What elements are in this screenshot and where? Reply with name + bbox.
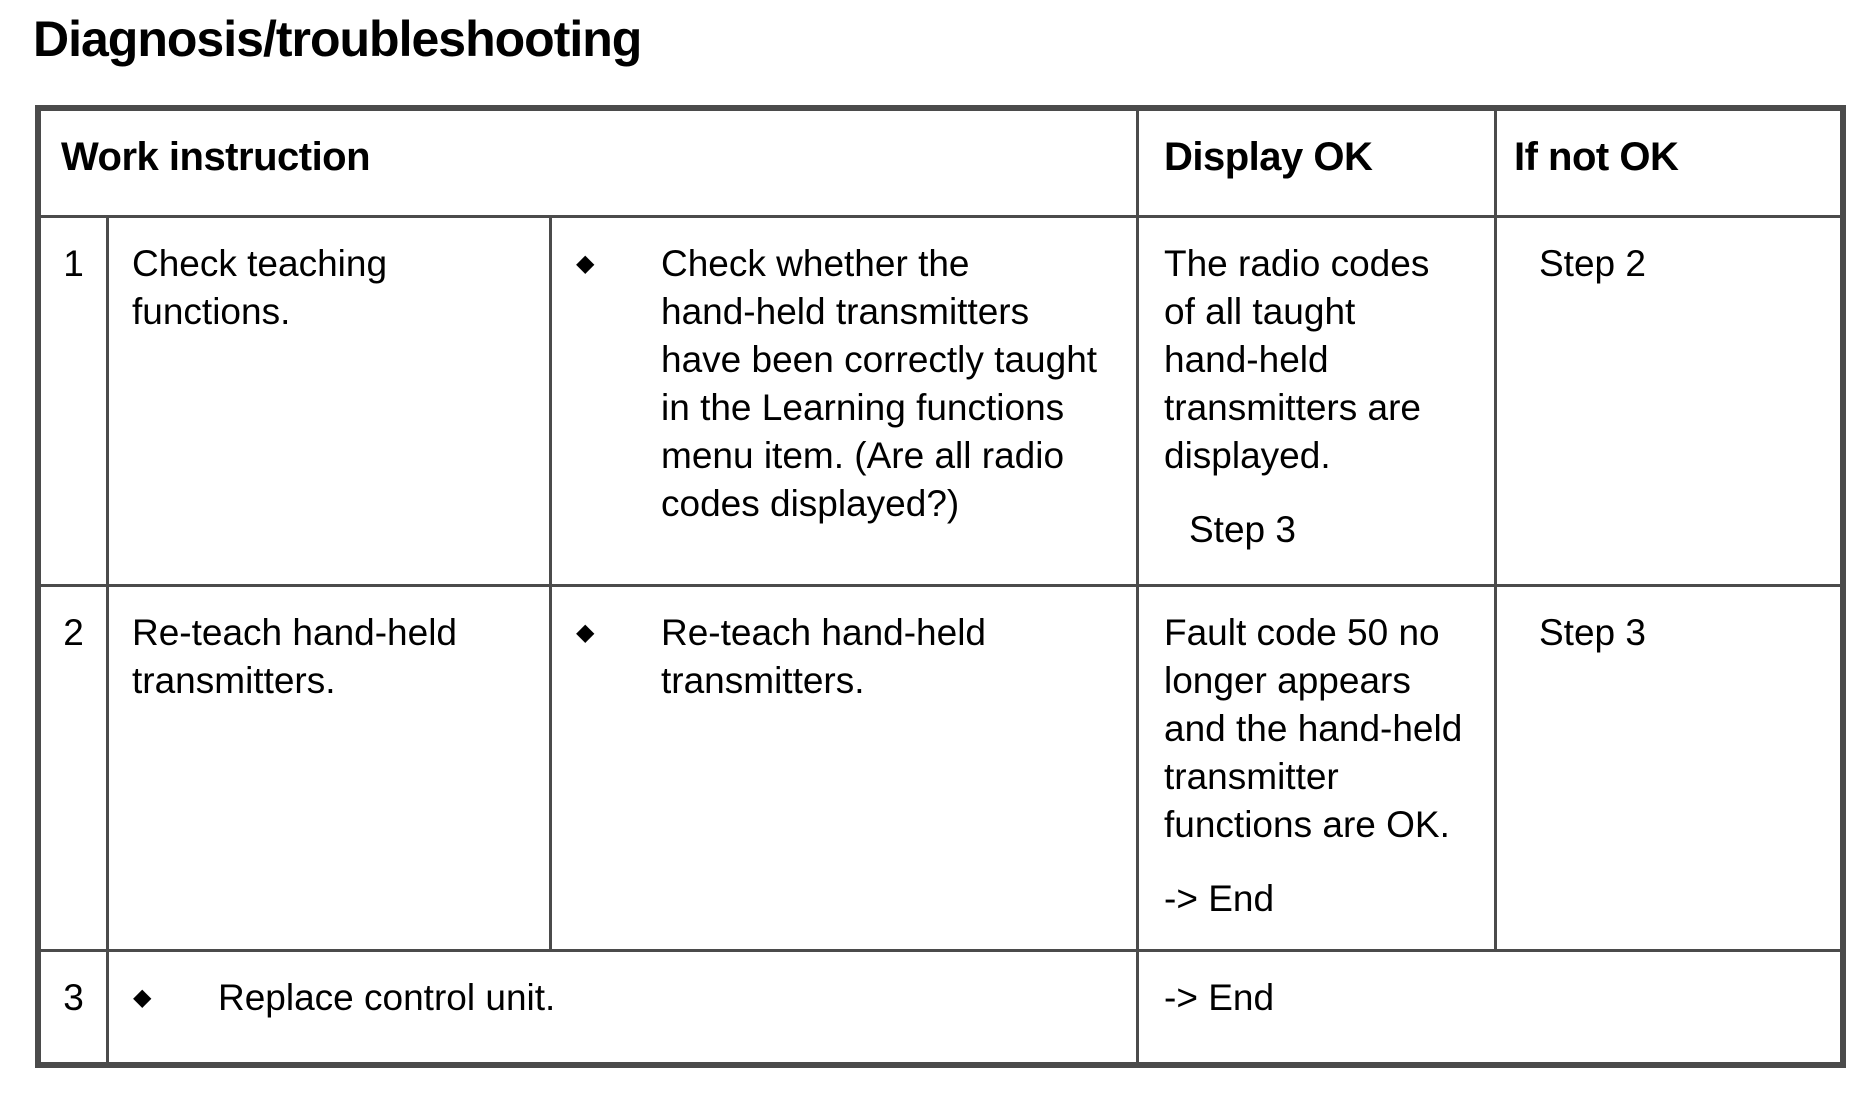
work-instruction-summary: Check teaching functions. bbox=[109, 218, 549, 584]
display-ok-next-step: Step 3 bbox=[1189, 509, 1296, 550]
if-not-ok-text: Step 3 bbox=[1497, 587, 1840, 949]
work-instruction-detail: Replace control unit. bbox=[218, 977, 556, 1018]
result-end-text: -> End bbox=[1139, 952, 1840, 1062]
step-number: 2 bbox=[41, 587, 106, 949]
diamond-bullet-icon: ◆ bbox=[576, 619, 595, 646]
col-header-if-not-ok: If not OK bbox=[1497, 111, 1840, 215]
if-not-ok-text: Step 2 bbox=[1497, 218, 1840, 584]
work-instruction-detail: Check whether the hand-held transmitters… bbox=[661, 243, 1098, 524]
display-ok-next-step: -> End bbox=[1164, 878, 1275, 919]
col-header-display-ok: Display OK bbox=[1139, 111, 1494, 215]
step-number: 3 bbox=[41, 952, 106, 1062]
work-instruction-merged-cell: ◆ Replace control unit. bbox=[109, 952, 1136, 1062]
page-title: Diagnosis/troubleshooting bbox=[33, 11, 642, 67]
work-instruction-detail-cell: ◆ Re-teach hand-held transmitters. bbox=[552, 587, 1136, 949]
display-ok-cell: Fault code 50 no longer appears and the … bbox=[1139, 587, 1494, 949]
step-number: 1 bbox=[41, 218, 106, 584]
work-instruction-detail-cell: ◆ Check whether the hand-held transmitte… bbox=[552, 218, 1136, 584]
diamond-bullet-icon: ◆ bbox=[576, 250, 595, 277]
col-header-work-instruction: Work instruction bbox=[41, 111, 1136, 215]
troubleshooting-table: Work instruction Display OK If not OK 1 … bbox=[35, 105, 1846, 1068]
work-instruction-summary: Re-teach hand-held transmitters. bbox=[109, 587, 549, 949]
display-ok-text: The radio codes of all taught hand-held … bbox=[1164, 243, 1430, 476]
display-ok-text: Fault code 50 no longer appears and the … bbox=[1164, 612, 1463, 845]
display-ok-cell: The radio codes of all taught hand-held … bbox=[1139, 218, 1494, 584]
diamond-bullet-icon: ◆ bbox=[133, 984, 152, 1011]
work-instruction-detail: Re-teach hand-held transmitters. bbox=[661, 612, 986, 701]
